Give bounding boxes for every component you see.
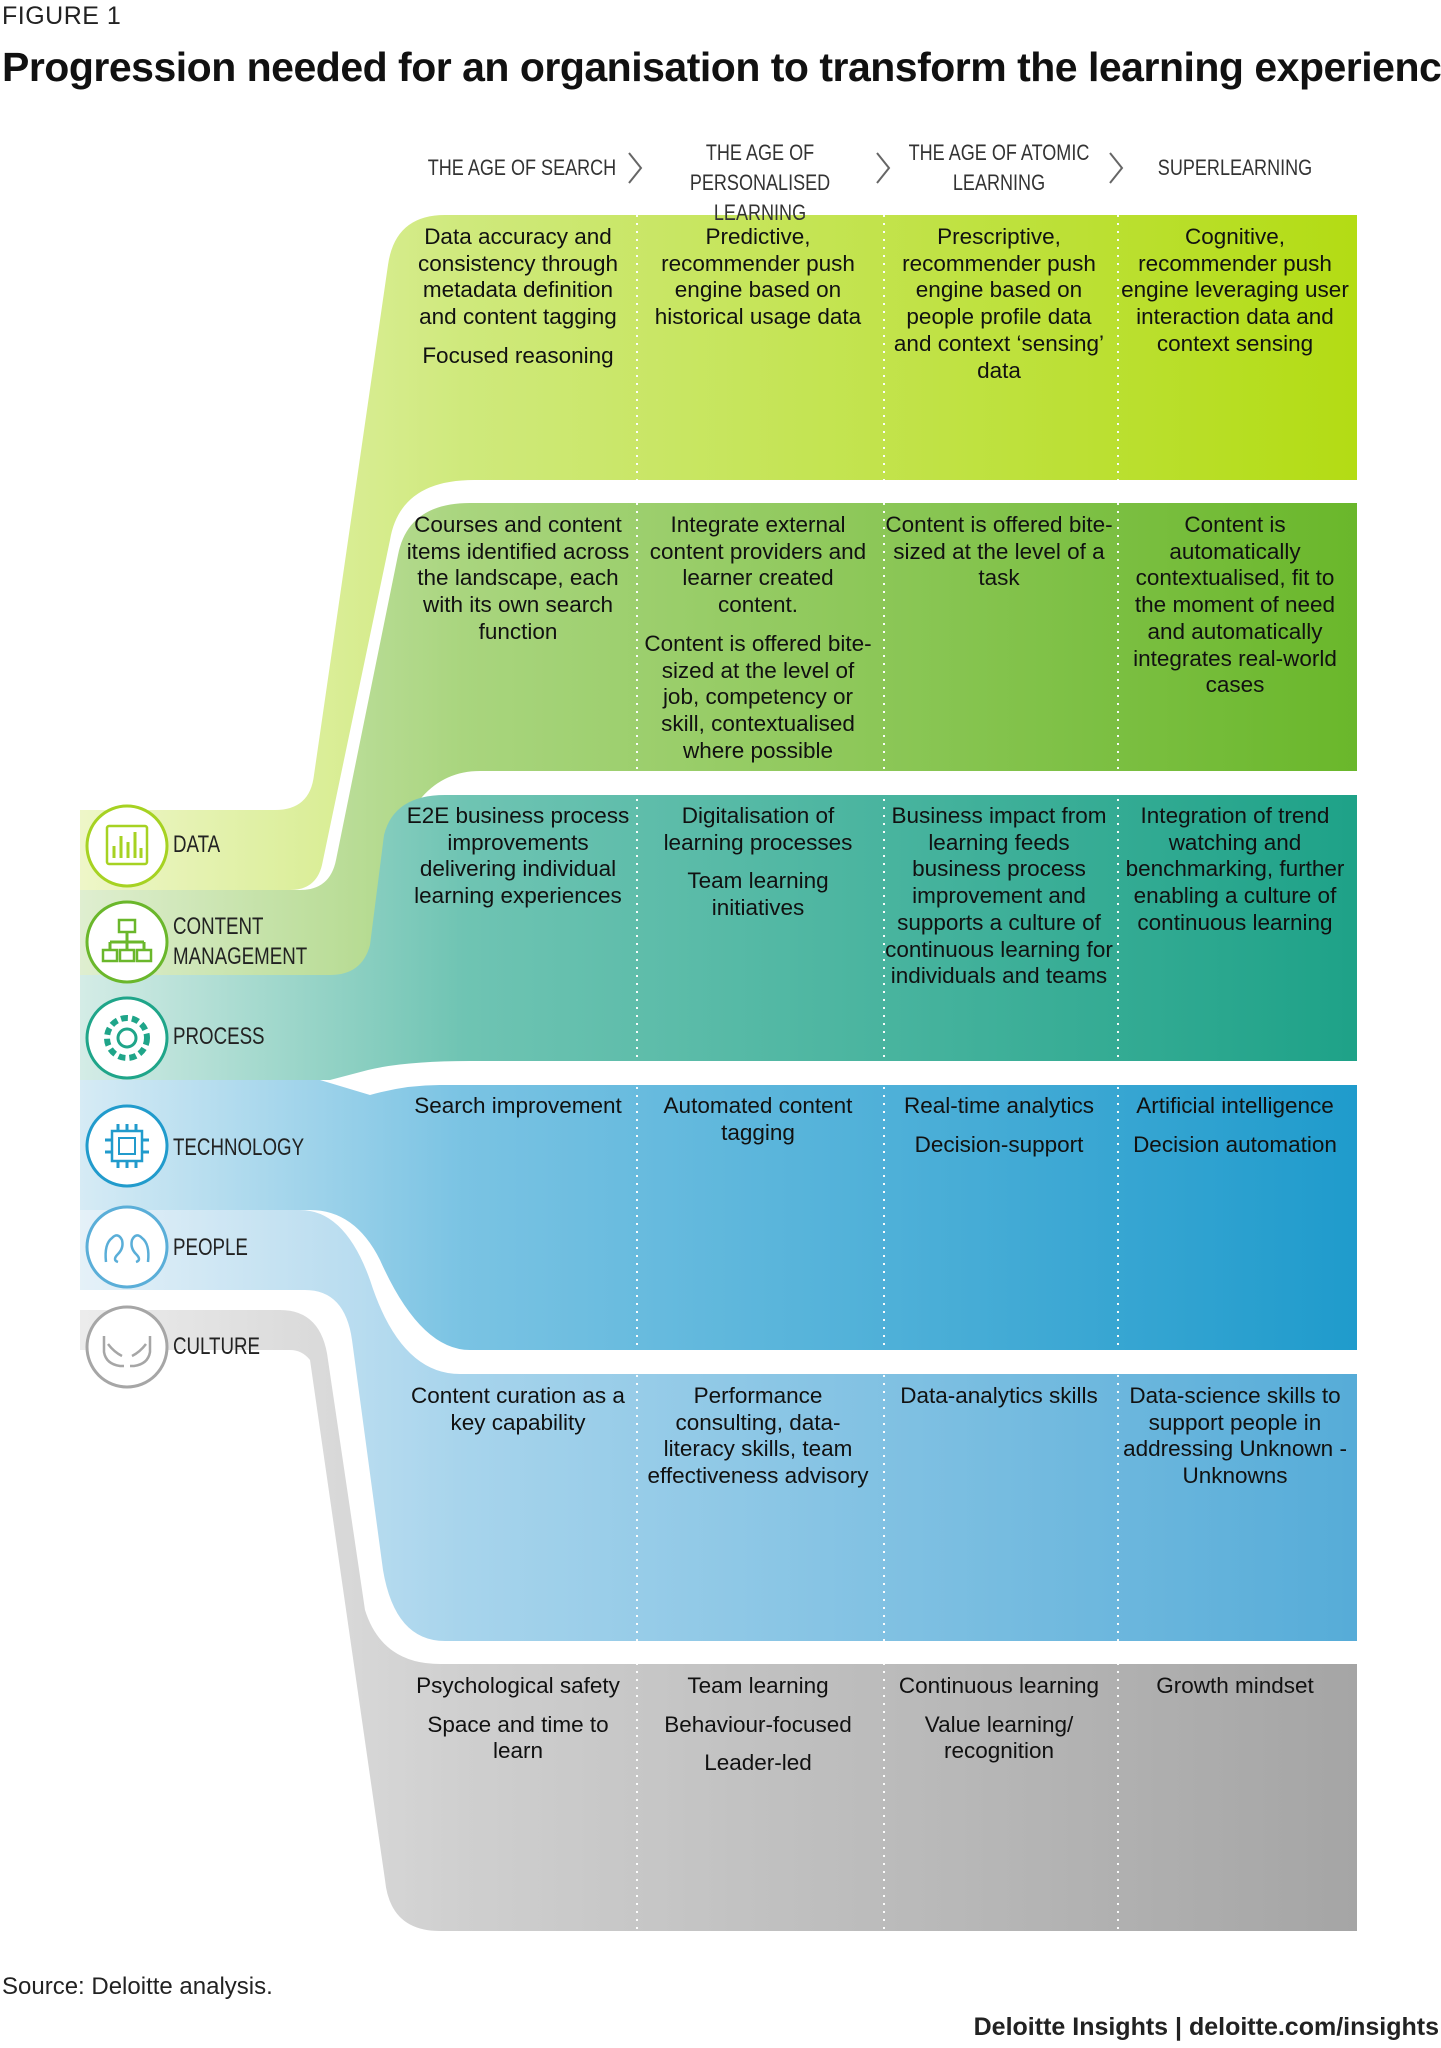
- people-icon: [85, 1205, 169, 1289]
- cell-content-management-1: Courses and content items identified acr…: [404, 512, 632, 658]
- cell-data-4: Cognitive, recommender push engine lever…: [1121, 224, 1349, 370]
- cell-text: Content is offered bite-sized at the lev…: [644, 630, 872, 763]
- cell-culture-4: Growth mindset: [1121, 1673, 1349, 1712]
- cell-text: Behaviour-focused: [664, 1711, 852, 1737]
- cell-process-1: E2E business process improvements delive…: [404, 803, 632, 922]
- cell-people-2: Performance consulting, data-literacy sk…: [644, 1383, 872, 1502]
- cell-text: Value learning/ recognition: [924, 1711, 1074, 1764]
- hands-icon: [85, 1305, 169, 1389]
- cell-text: Real-time analytics: [903, 1093, 1095, 1118]
- cell-text: Focused reasoning: [422, 342, 614, 368]
- legend-label-culture: CULTURE: [173, 1333, 261, 1360]
- cell-text: Predictive, recommender push engine base…: [654, 224, 862, 330]
- band-people: [80, 1210, 1357, 1641]
- hierarchy-icon: [85, 900, 169, 984]
- cell-people-1: Content curation as a key capability: [404, 1383, 632, 1448]
- era-header-search: THE AGE OF SEARCH: [427, 155, 617, 180]
- cell-text: Space and time to learn: [427, 1711, 609, 1764]
- legend-label-data: DATA: [173, 831, 221, 858]
- page-title: Progression needed for an organisation t…: [2, 44, 1441, 90]
- era-header-superlearning: SUPERLEARNING: [1157, 155, 1313, 180]
- cell-text: Search improvement: [414, 1093, 622, 1118]
- cell-text: Digitalisation of learning processes: [663, 803, 853, 855]
- cell-text: Cognitive, recommender push engine lever…: [1121, 224, 1349, 356]
- chevron-right-icon: [628, 152, 643, 184]
- cell-text: Business impact from learning feeds busi…: [885, 803, 1113, 989]
- chevron-right-icon: [876, 152, 891, 184]
- figure-label: FIGURE 1: [2, 2, 122, 30]
- bar-chart-icon: [85, 804, 169, 888]
- legend-label-content-management: CONTENT MANAGEMENT: [173, 913, 308, 970]
- band-technology: [80, 1080, 1357, 1350]
- cell-text: Integration of trend watching and benchm…: [1125, 803, 1345, 935]
- cell-text: Automated content tagging: [663, 1093, 853, 1145]
- chevron-right-icon: [1109, 152, 1124, 184]
- cell-text: Artificial intelligence: [1136, 1093, 1334, 1118]
- cell-process-3: Business impact from learning feeds busi…: [885, 803, 1113, 1002]
- band-content-management: [80, 503, 1357, 975]
- brand-footer: Deloitte Insights | deloitte.com/insight…: [973, 2013, 1439, 2041]
- cell-data-2: Predictive, recommender push engine base…: [644, 224, 872, 343]
- cell-text: Team learning: [687, 1673, 829, 1698]
- cell-text: Growth mindset: [1156, 1673, 1314, 1698]
- legend-label-process: PROCESS: [173, 1023, 265, 1050]
- cell-text: Content is offered bite-sized at the lev…: [885, 512, 1113, 591]
- gear-icon: [85, 996, 169, 1080]
- cell-text: Data accuracy and consistency through me…: [417, 224, 619, 330]
- cell-content-management-3: Content is offered bite-sized at the lev…: [885, 512, 1113, 604]
- legend-label-people: PEOPLE: [173, 1234, 248, 1261]
- cell-text: Decision-support: [914, 1131, 1084, 1157]
- cell-text: Content is automatically contextualised,…: [1133, 512, 1337, 698]
- cell-text: Data-science skills to support people in…: [1123, 1383, 1347, 1489]
- cell-process-4: Integration of trend watching and benchm…: [1121, 803, 1349, 949]
- band-process: [80, 795, 1357, 1080]
- source-note: Source: Deloitte analysis.: [2, 1973, 273, 2000]
- cell-text: Continuous learning: [898, 1673, 1100, 1698]
- era-header-personalised: THE AGE OF PERSONALISED LEARNING: [689, 140, 831, 225]
- cell-text: Content curation as a key capability: [411, 1383, 625, 1435]
- legend-label-technology: TECHNOLOGY: [173, 1134, 305, 1161]
- cell-people-3: Data-analytics skills: [885, 1383, 1113, 1422]
- cell-text: Courses and content items identified acr…: [406, 512, 630, 644]
- cell-people-4: Data-science skills to support people in…: [1121, 1383, 1349, 1502]
- cell-text: Decision automation: [1133, 1131, 1337, 1157]
- cell-text: Psychological safety: [416, 1673, 620, 1698]
- era-header-atomic: THE AGE OF ATOMIC LEARNING: [908, 140, 1090, 195]
- chip-icon: [85, 1104, 169, 1188]
- cell-content-management-4: Content is automatically contextualised,…: [1121, 512, 1349, 711]
- cell-content-management-2: Integrate external content providers and…: [644, 512, 872, 776]
- band-data: [80, 215, 1357, 890]
- cell-text: Data-analytics skills: [900, 1383, 1098, 1408]
- cell-text: Team learning initiatives: [687, 868, 829, 921]
- cell-text: Prescriptive, recommender push engine ba…: [893, 224, 1105, 383]
- band-culture: [80, 1310, 1357, 1931]
- cell-text: Leader-led: [704, 1750, 812, 1776]
- cell-technology-2: Automated content tagging: [644, 1093, 872, 1158]
- cell-data-3: Prescriptive, recommender push engine ba…: [885, 224, 1113, 396]
- cell-text: E2E business process improvements delive…: [406, 803, 630, 909]
- cell-technology-1: Search improvement: [404, 1093, 632, 1132]
- cell-text: Performance consulting, data-literacy sk…: [647, 1383, 869, 1489]
- cell-text: Integrate external content providers and…: [649, 512, 867, 618]
- cell-data-1: Data accuracy and consistency through me…: [404, 224, 632, 382]
